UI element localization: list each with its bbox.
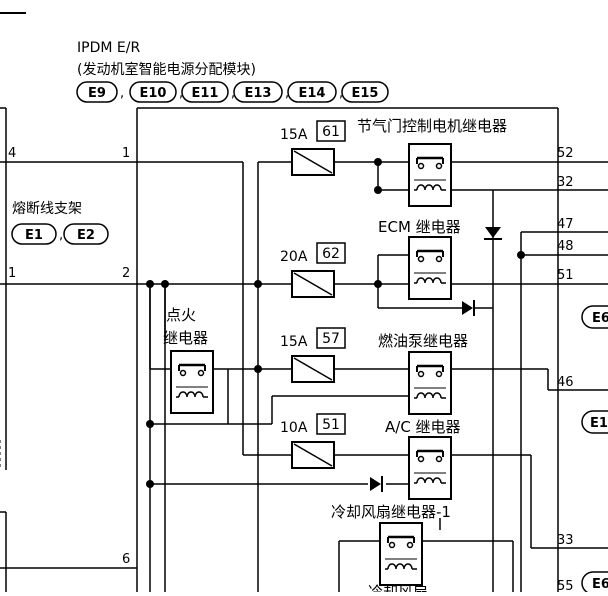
relay-ac-symbol: [407, 435, 453, 501]
fuse-rating: 15A: [280, 334, 308, 350]
connector-label: E6: [592, 577, 608, 592]
separator: ,: [179, 86, 183, 101]
relay-throttle-symbol: [407, 142, 453, 208]
fuse-number-box: [316, 120, 346, 142]
relay-cooling-fan-partial-label: 冷却风扇: [368, 583, 428, 592]
fuse-number-box: [316, 242, 346, 264]
connector-label: E15: [352, 86, 379, 101]
pin-1: 1: [122, 146, 130, 161]
connector-label: E10: [140, 86, 167, 101]
connector-oval: [11, 223, 57, 245]
relay-cooling-fan-1-label: 冷却风扇继电器-1: [331, 503, 451, 521]
diode-horizontal: [462, 300, 475, 316]
relay-throttle-label: 节气门控制电机继电器: [357, 117, 507, 135]
fuse-number: 62: [322, 246, 340, 262]
pin-52: 52: [557, 146, 574, 161]
pin-32: 32: [557, 175, 574, 190]
connector-oval: [129, 81, 177, 103]
pin-51: 51: [557, 268, 574, 283]
fuse-number: 51: [322, 417, 340, 433]
pin-47: 47: [557, 217, 574, 232]
pin-55: 55: [557, 579, 574, 592]
pin-33: 33: [557, 533, 574, 548]
fuse-rating: 20A: [280, 249, 308, 265]
diode-vertical: [484, 227, 502, 240]
relay-ignition-label-2: 继电器: [163, 329, 208, 347]
fuse-symbol: [291, 148, 335, 176]
connector-label: E14: [299, 86, 326, 101]
connector-label: E6: [592, 311, 608, 326]
relay-fuel-pump-symbol: [407, 350, 453, 416]
pin-1: 1: [8, 266, 16, 281]
fuse-number: 57: [322, 331, 340, 347]
connector-oval: [581, 410, 608, 434]
connector-label: E11: [192, 86, 219, 101]
module-title: IPDM E/R: [77, 40, 140, 56]
fuse-number-box: [316, 413, 346, 435]
relay-ac-label: A/C 继电器: [385, 418, 461, 436]
connector-oval: [581, 305, 608, 329]
connector-oval: [287, 81, 337, 103]
pin-4: 4: [8, 146, 16, 161]
separator: ,: [120, 86, 124, 101]
fuse-symbol: [291, 270, 335, 298]
separator: ,: [339, 86, 343, 101]
junction-dots: [146, 158, 525, 488]
fuse-symbol: [291, 441, 335, 469]
connector-oval: [181, 81, 229, 103]
relay-ignition-label-1: 点火: [166, 306, 196, 324]
connector-label: E9: [88, 86, 106, 101]
connector-label: E2: [77, 228, 95, 243]
fuse-rating: 15A: [280, 127, 308, 143]
module-connector-list: E9 , E10 , E11 , E13 , E14 , E15: [76, 81, 389, 103]
fuse-symbol: [291, 355, 335, 383]
relay-fuel-pump-label: 燃油泵继电器: [378, 332, 468, 350]
pin-6: 6: [122, 552, 130, 567]
pin-46: 46: [557, 375, 574, 390]
relay-ecm-label: ECM 继电器: [378, 218, 461, 236]
fuse-block-label: 熔断线支架: [12, 201, 82, 217]
connector-oval: [76, 81, 118, 103]
module-subtitle: (发动机室智能电源分配模块): [77, 61, 256, 78]
fuse-number: 61: [322, 124, 340, 140]
fuse-number-box: [316, 327, 346, 349]
pin-48: 48: [557, 239, 574, 254]
connector-label: E1: [25, 228, 43, 243]
connector-label: E13: [245, 86, 272, 101]
pin-2: 2: [122, 266, 130, 281]
separator: ,: [231, 86, 235, 101]
connector-label: E10: [590, 416, 608, 431]
connector-oval: [63, 223, 109, 245]
separator: ,: [59, 228, 63, 243]
relay-ecm-symbol: [407, 235, 453, 301]
connector-oval: [233, 81, 283, 103]
fuse-block-connector-list: E1 , E2: [11, 223, 109, 245]
connector-oval: [341, 81, 389, 103]
separator: ,: [285, 86, 289, 101]
relay-ignition-symbol: [169, 349, 215, 415]
fuse-rating: 10A: [280, 420, 308, 436]
relay-cooling-fan-symbol: [378, 521, 424, 587]
diode-horizontal: [370, 476, 383, 492]
